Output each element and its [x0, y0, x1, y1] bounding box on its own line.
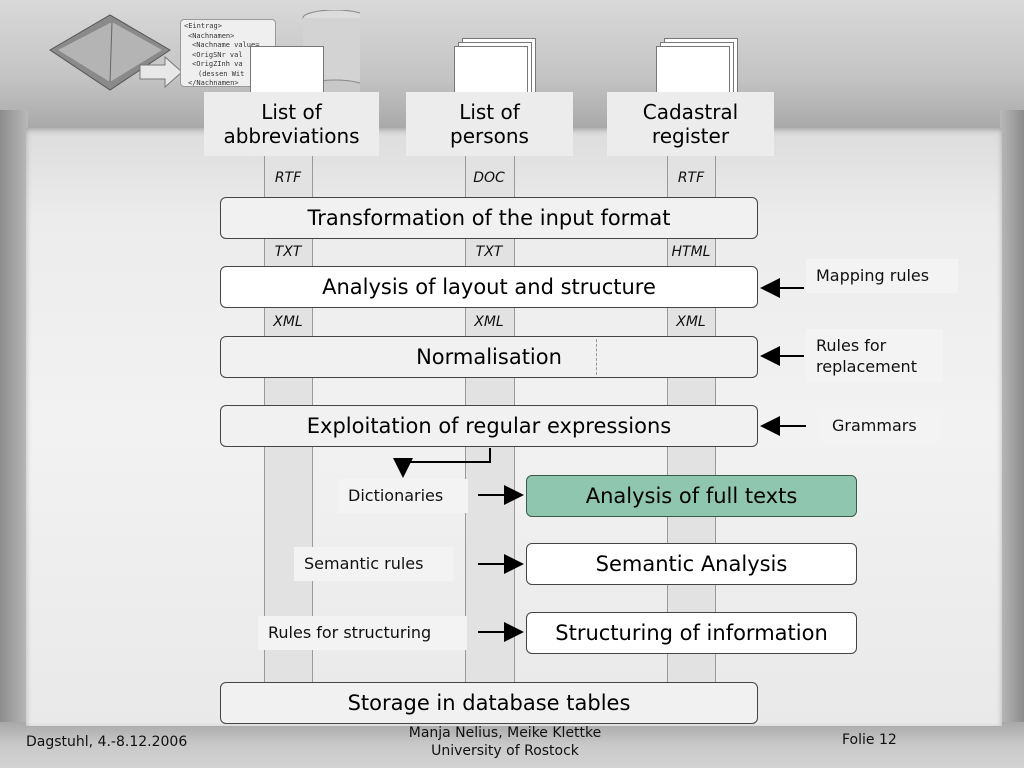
xml-line: </Nachnamen> [188, 79, 239, 87]
source-label: List of [261, 100, 322, 124]
step-semantic-analysis: Semantic Analysis [526, 543, 857, 585]
step-normalisation: Normalisation [220, 336, 758, 378]
source-persons: List of persons [406, 92, 573, 156]
footer-authors: Manja Nelius, Meike Klettke University o… [380, 724, 630, 760]
input-dictionaries: Dictionaries [338, 479, 468, 513]
step-transformation: Transformation of the input format [220, 197, 758, 239]
input-label: replacement [816, 357, 917, 376]
step-normalisation-label: Normalisation [416, 345, 562, 369]
xml-line: <Nachname value= [192, 41, 260, 49]
format-label: HTML [671, 244, 711, 260]
step-fulltext-analysis: Analysis of full texts [526, 475, 857, 517]
format-label: RTF [274, 170, 302, 186]
format-label: DOC [473, 170, 505, 186]
source-label: persons [450, 124, 529, 148]
format-label: XML [474, 314, 504, 330]
input-grammars: Grammars [822, 409, 938, 443]
dashed-divider [596, 339, 597, 375]
input-label: Rules for [816, 336, 887, 355]
left-frame [0, 110, 28, 740]
xml-line: <OrigSNr val [192, 50, 243, 59]
slide-number: Folie 12 [842, 732, 897, 748]
source-cadastral: Cadastral register [607, 92, 774, 156]
source-label: register [651, 124, 730, 148]
footer-line: University of Rostock [431, 743, 579, 759]
source-label: abbreviations [223, 124, 360, 148]
input-structuring-rules: Rules for structuring [258, 616, 467, 650]
format-label: XML [676, 314, 706, 330]
source-label: List of [459, 100, 520, 124]
arrow-regex-to-dictionaries [393, 448, 491, 478]
format-label: RTF [677, 170, 705, 186]
source-label: Cadastral [642, 100, 739, 124]
format-label: XML [273, 314, 303, 330]
xml-line: <OrigZInh va [192, 60, 243, 68]
step-regex: Exploitation of regular expressions [220, 405, 758, 447]
right-frame [1000, 110, 1024, 740]
step-structuring: Structuring of information [526, 612, 857, 654]
footer-band [0, 722, 1024, 768]
step-storage: Storage in database tables [220, 682, 758, 724]
step-layout-analysis: Analysis of layout and structure [220, 266, 758, 308]
xml-line: <Eintrag> [184, 22, 222, 30]
format-label: TXT [274, 244, 302, 260]
input-semantic-rules: Semantic rules [294, 547, 453, 581]
input-mapping-rules: Mapping rules [806, 259, 958, 293]
footer-date: Dagstuhl, 4.-8.12.2006 [26, 734, 188, 750]
xml-line: (dessen Wit [198, 69, 245, 78]
xml-line: <Nachnamen> [188, 31, 235, 40]
footer-line: Manja Nelius, Meike Klettke [408, 725, 602, 741]
input-replacement-rules: Rules for replacement [806, 329, 943, 382]
source-abbreviations: List of abbreviations [204, 92, 379, 156]
format-label: TXT [475, 244, 503, 260]
